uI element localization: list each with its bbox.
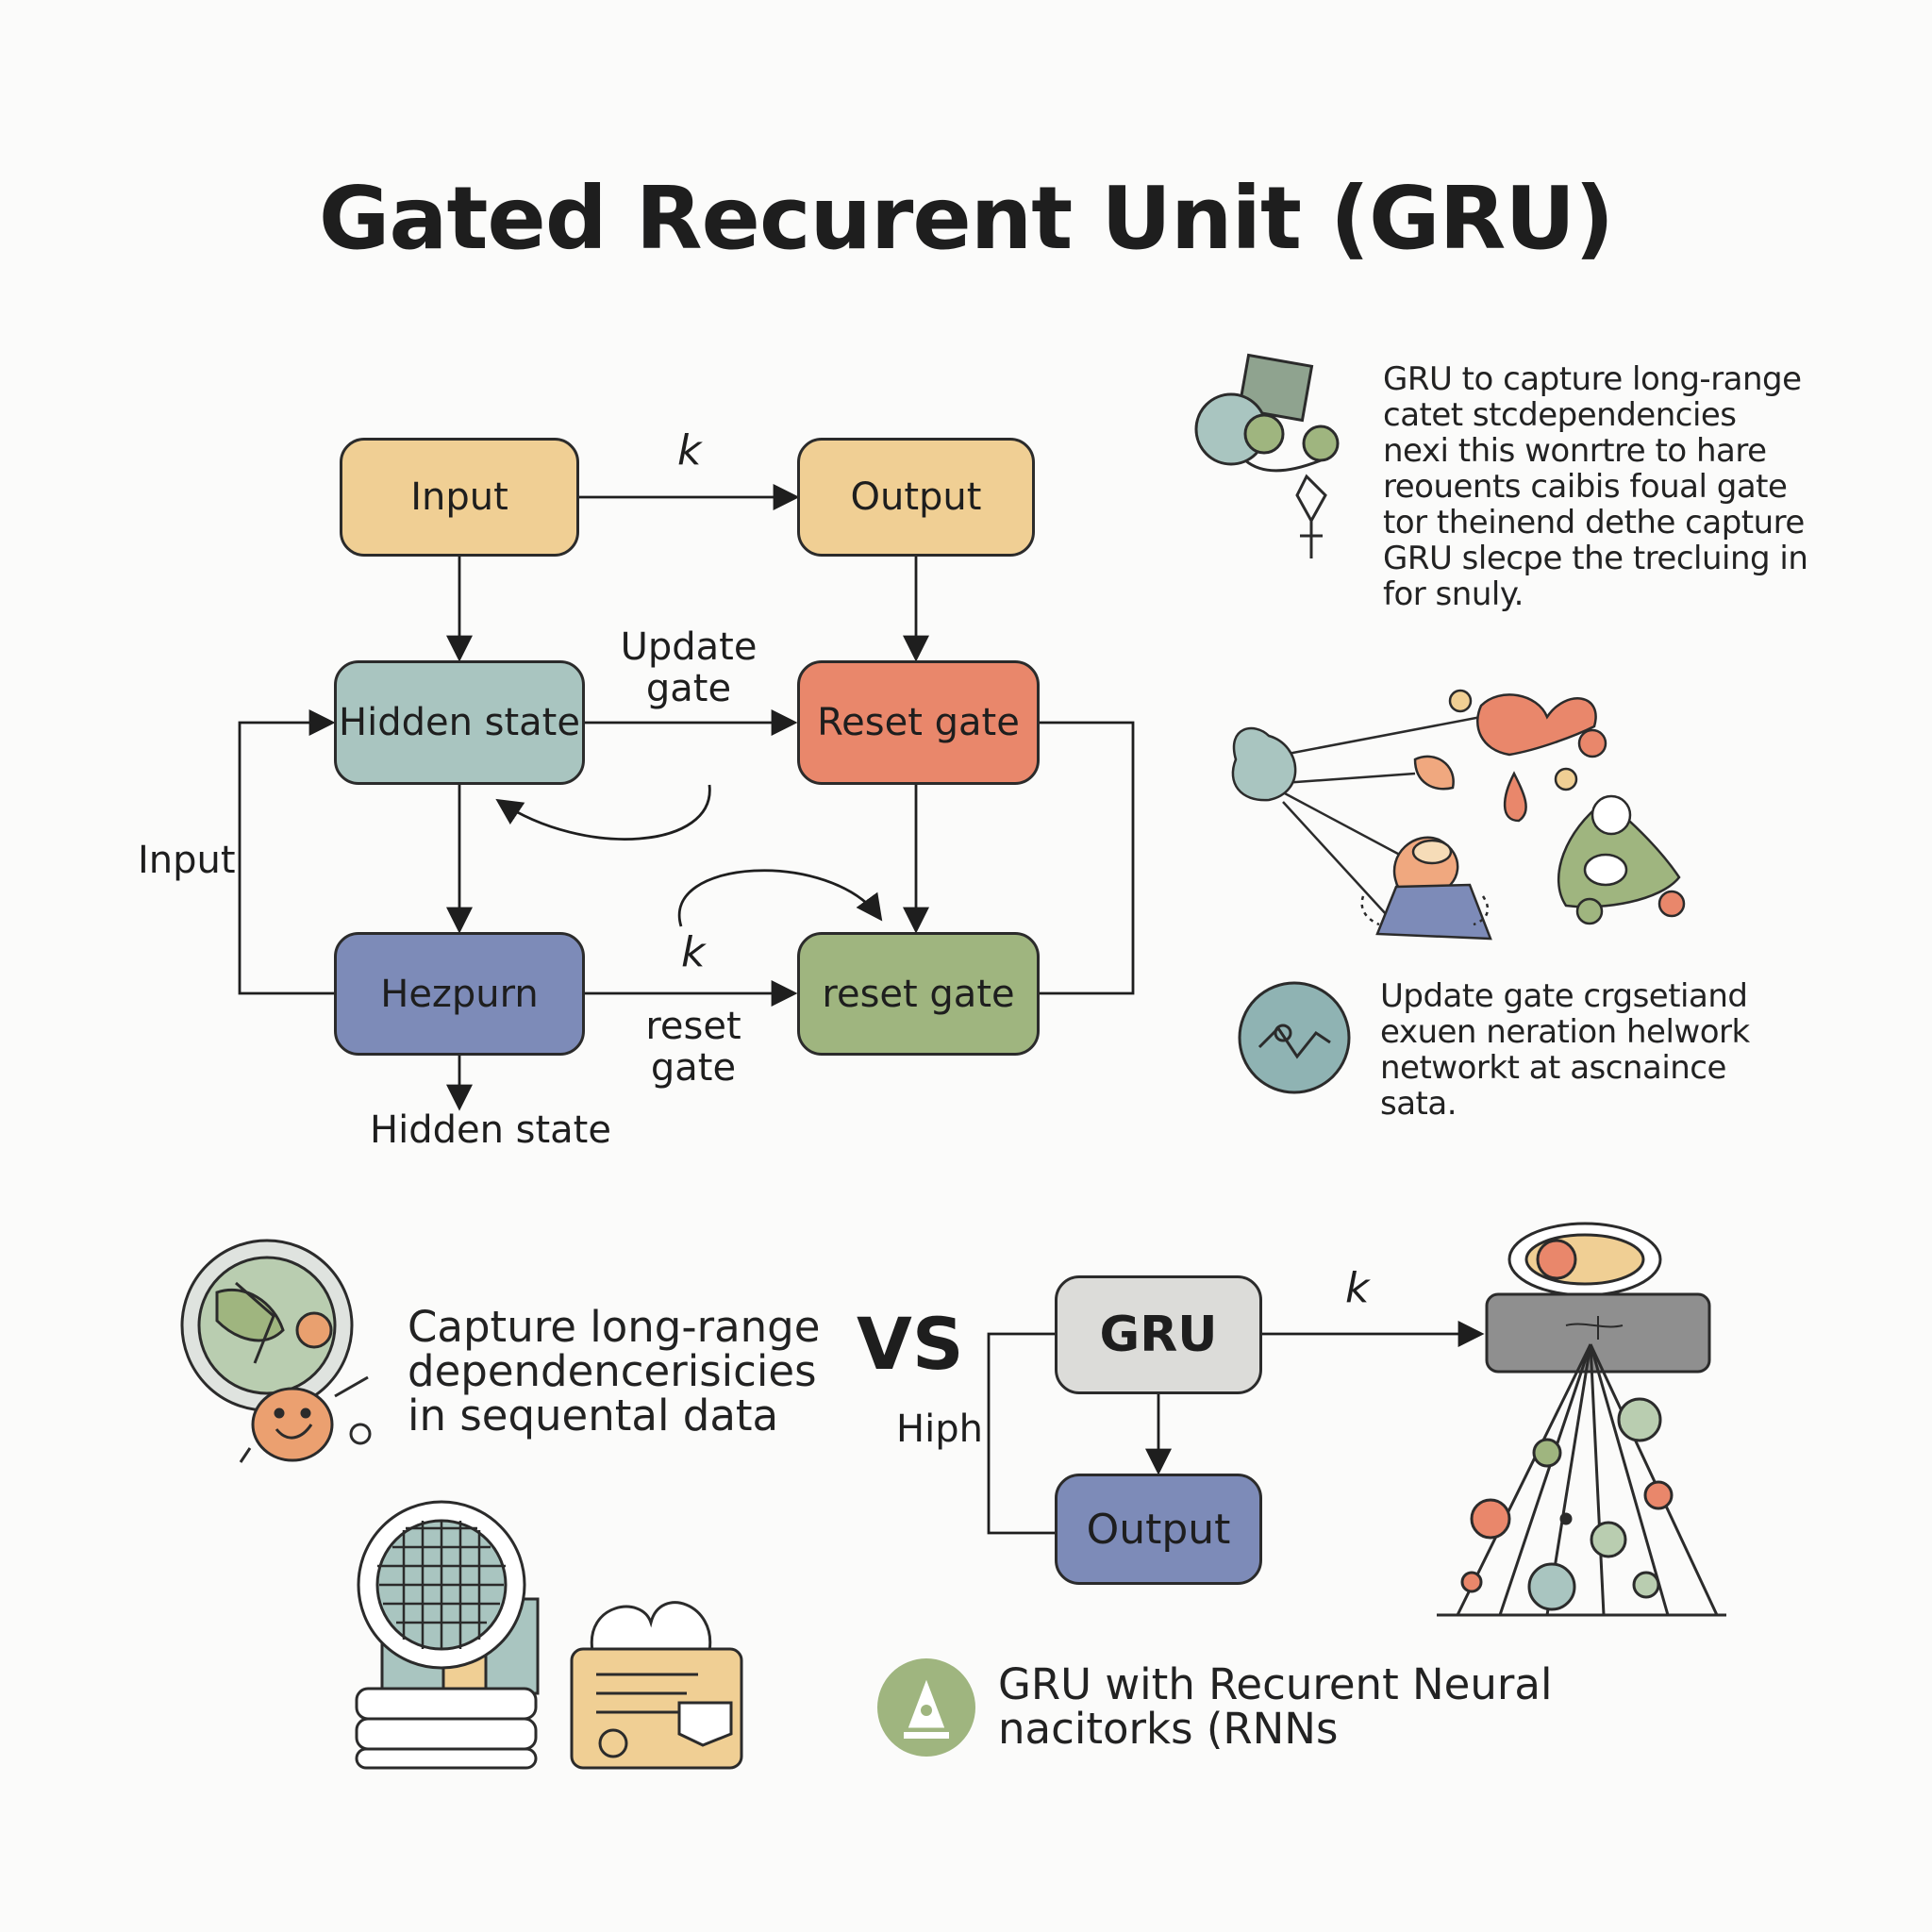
right-paragraph-1-line: tor theinend dethe capture bbox=[1383, 504, 1805, 541]
loop-bottom bbox=[987, 1332, 1055, 1535]
update-gate-line2: gate bbox=[645, 667, 732, 710]
curve-arrow-lower bbox=[677, 869, 883, 927]
right-paragraph-1-line: reouents caibis foual gate bbox=[1383, 468, 1788, 506]
reset-gate-label: reset gate bbox=[618, 1006, 769, 1089]
right-paragraph-2: Update gate crgsetiand exuen neration he… bbox=[1380, 978, 1750, 1122]
update-gate-line1: Update bbox=[620, 625, 758, 669]
input-box: Input bbox=[340, 438, 579, 557]
globe-computer-icon bbox=[355, 1500, 540, 1770]
globe-face-icon bbox=[180, 1239, 372, 1463]
right-paragraph-1-line: nexi this wonrtre to hare bbox=[1383, 432, 1767, 470]
capture-text-line: in sequental data bbox=[408, 1391, 779, 1441]
k-label-top: k bbox=[677, 426, 702, 475]
page-title: Gated Recurent Unit (GRU) bbox=[318, 168, 1614, 269]
right-paragraph-1-line: GRU to capture long-range bbox=[1383, 360, 1802, 398]
right-paragraph-2-line: sata. bbox=[1380, 1085, 1457, 1123]
capture-text: Capture long-range dependencerisicies in… bbox=[408, 1305, 820, 1438]
hiph-label: Hiph bbox=[896, 1407, 983, 1451]
bottom-output-box: Output bbox=[1055, 1474, 1262, 1585]
loop-right bbox=[1040, 721, 1135, 995]
reset-gate-box: Reset gate bbox=[797, 660, 1040, 785]
reset-gate-line1: reset bbox=[645, 1005, 741, 1048]
footer-text-line: nacitorks (RNNs bbox=[998, 1704, 1339, 1754]
reset-gate-line2: gate bbox=[650, 1046, 737, 1090]
right-paragraph-1-line: catet stcdependencies bbox=[1383, 396, 1737, 434]
right-paragraph-1-line: GRU slecpe the trecluing in bbox=[1383, 540, 1808, 577]
k-label-bottom: k bbox=[1345, 1264, 1370, 1312]
right-paragraph-1: GRU to capture long-range catet stcdepen… bbox=[1383, 360, 1808, 613]
right-paragraph-1-line: for snuly. bbox=[1383, 575, 1524, 613]
hidden-state-box: Hidden state bbox=[334, 660, 585, 785]
update-gate-label: Update gate bbox=[613, 626, 764, 709]
graph-blobs-icon bbox=[1231, 689, 1686, 941]
ufo-beam-icon bbox=[1437, 1222, 1726, 1617]
gru-box: GRU bbox=[1055, 1275, 1262, 1394]
footer-text-line: GRU with Recurent Neural bbox=[998, 1659, 1553, 1709]
right-paragraph-2-line: exuen neration helwork bbox=[1380, 1013, 1750, 1051]
right-paragraph-2-line: networkt at ascnaince bbox=[1380, 1049, 1726, 1087]
right-paragraph-2-line: Update gate crgsetiand bbox=[1380, 977, 1748, 1015]
id-card-icon bbox=[570, 1601, 743, 1770]
curve-arrow-upper bbox=[495, 784, 711, 841]
circle-badge-icon bbox=[1238, 981, 1351, 1094]
lamp-icon bbox=[877, 1658, 975, 1757]
capture-text-line: dependencerisicies bbox=[408, 1346, 817, 1396]
reset-gate-green-box: reset gate bbox=[797, 932, 1040, 1056]
loop-left bbox=[238, 709, 336, 995]
k-label-middle: k bbox=[681, 928, 706, 976]
vs-label: VS bbox=[857, 1302, 964, 1386]
input-side-label: Input bbox=[138, 839, 236, 882]
hezpurn-box: Hezpurn bbox=[334, 932, 585, 1056]
hidden-state-bottom-label: Hidden state bbox=[370, 1108, 611, 1152]
output-box: Output bbox=[797, 438, 1035, 557]
capture-text-line: Capture long-range bbox=[408, 1302, 821, 1352]
footer-text: GRU with Recurent Neural nacitorks (RNNs bbox=[998, 1662, 1552, 1751]
network-nodes-icon bbox=[1194, 353, 1340, 558]
